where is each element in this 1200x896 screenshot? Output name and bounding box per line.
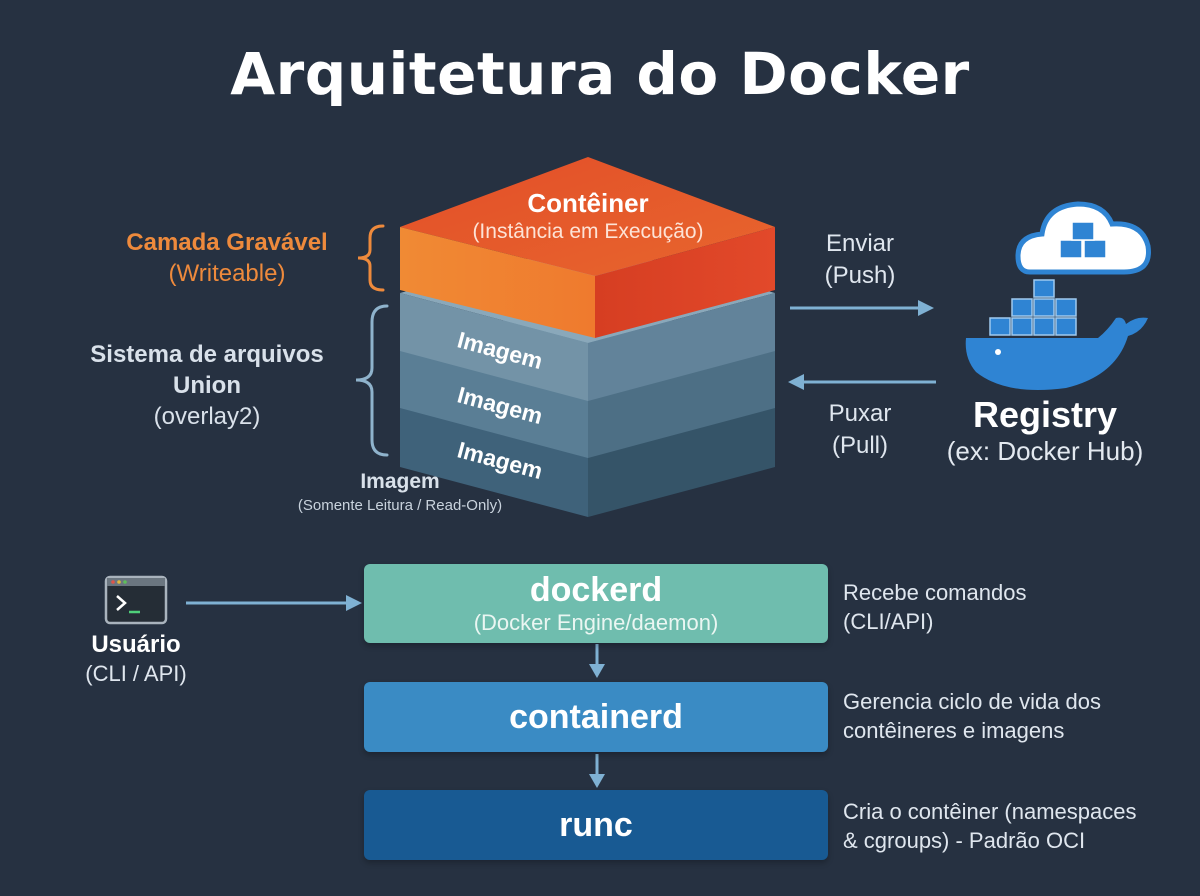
container-layer: Contêiner (Instância em Execução): [400, 157, 775, 338]
registry-subtitle: (ex: Docker Hub): [946, 436, 1144, 466]
cloud-icon: [1015, 201, 1151, 275]
image-caption-subtitle: (Somente Leitura / Read-Only): [297, 497, 503, 514]
containerd-desc-line2: contêineres e imagens: [843, 718, 1065, 743]
image-caption-title: Imagem: [360, 470, 440, 493]
unionfs-label: Sistema de arquivos Union (overlay2): [62, 339, 352, 432]
dockerd-title: dockerd: [529, 571, 663, 609]
page-title: Arquitetura do Docker: [230, 40, 970, 108]
registry-title: Registry: [972, 394, 1118, 435]
writable-layer-label-title: Camada Gravável: [126, 229, 328, 256]
runc-description: Cria o contêiner (namespaces & cgroups) …: [843, 797, 1193, 855]
container-layer-subtitle: (Instância em Execução): [472, 220, 703, 243]
runc-desc-line2: & cgroups) - Padrão OCI: [843, 828, 1086, 853]
user-to-dockerd-arrow: [186, 595, 362, 611]
registry-label: Registry (ex: Docker Hub): [930, 394, 1160, 467]
push-arrow: [790, 300, 934, 316]
image-caption: Imagem (Somente Leitura / Read-Only): [270, 470, 530, 514]
containerd-description: Gerencia ciclo de vida dos contêineres e…: [843, 687, 1183, 745]
container-layer-title: Contêiner: [527, 188, 648, 218]
runc-box: runc: [364, 790, 828, 860]
writable-layer-label-subtitle: (Writeable): [168, 260, 286, 287]
dockerd-box: dockerd (Docker Engine/daemon): [364, 564, 828, 643]
runc-title: runc: [559, 806, 633, 844]
containerd-box: containerd: [364, 682, 828, 752]
user-label: Usuário (CLI / API): [66, 631, 206, 687]
unionfs-label-line3: (overlay2): [153, 403, 261, 430]
user-subtitle: (CLI / API): [85, 661, 187, 686]
pull-label-line2: (Pull): [831, 432, 888, 459]
writable-layer-label: Camada Gravável (Writeable): [92, 227, 362, 289]
unionfs-brace: [355, 304, 389, 457]
push-label-line1: Enviar: [825, 230, 895, 257]
push-label-line2: (Push): [824, 262, 896, 289]
push-label: Enviar (Push): [800, 228, 920, 292]
pull-label-line1: Puxar: [828, 400, 892, 427]
runc-desc-line1: Cria o contêiner (namespaces: [843, 799, 1137, 824]
terminal-icon: [104, 575, 168, 625]
unionfs-label-line1: Sistema de arquivos: [90, 341, 324, 368]
containerd-desc-line1: Gerencia ciclo de vida dos: [843, 689, 1102, 714]
containerd-to-runc-arrow: [589, 754, 605, 788]
pull-label: Puxar (Pull): [800, 398, 920, 462]
dockerd-desc-line1: Recebe comandos: [843, 580, 1027, 605]
dockerd-description: Recebe comandos (CLI/API): [843, 578, 1183, 636]
containerd-title: containerd: [509, 698, 683, 736]
user-title: Usuário: [91, 631, 181, 658]
dockerd-subtitle: (Docker Engine/daemon): [473, 610, 719, 635]
unionfs-label-line2: Union: [173, 372, 241, 399]
dockerd-desc-line2: (CLI/API): [843, 609, 934, 634]
writable-brace: [357, 224, 385, 292]
dockerd-to-containerd-arrow: [589, 644, 605, 678]
pull-arrow: [788, 374, 936, 390]
docker-registry-icon: [965, 201, 1151, 390]
